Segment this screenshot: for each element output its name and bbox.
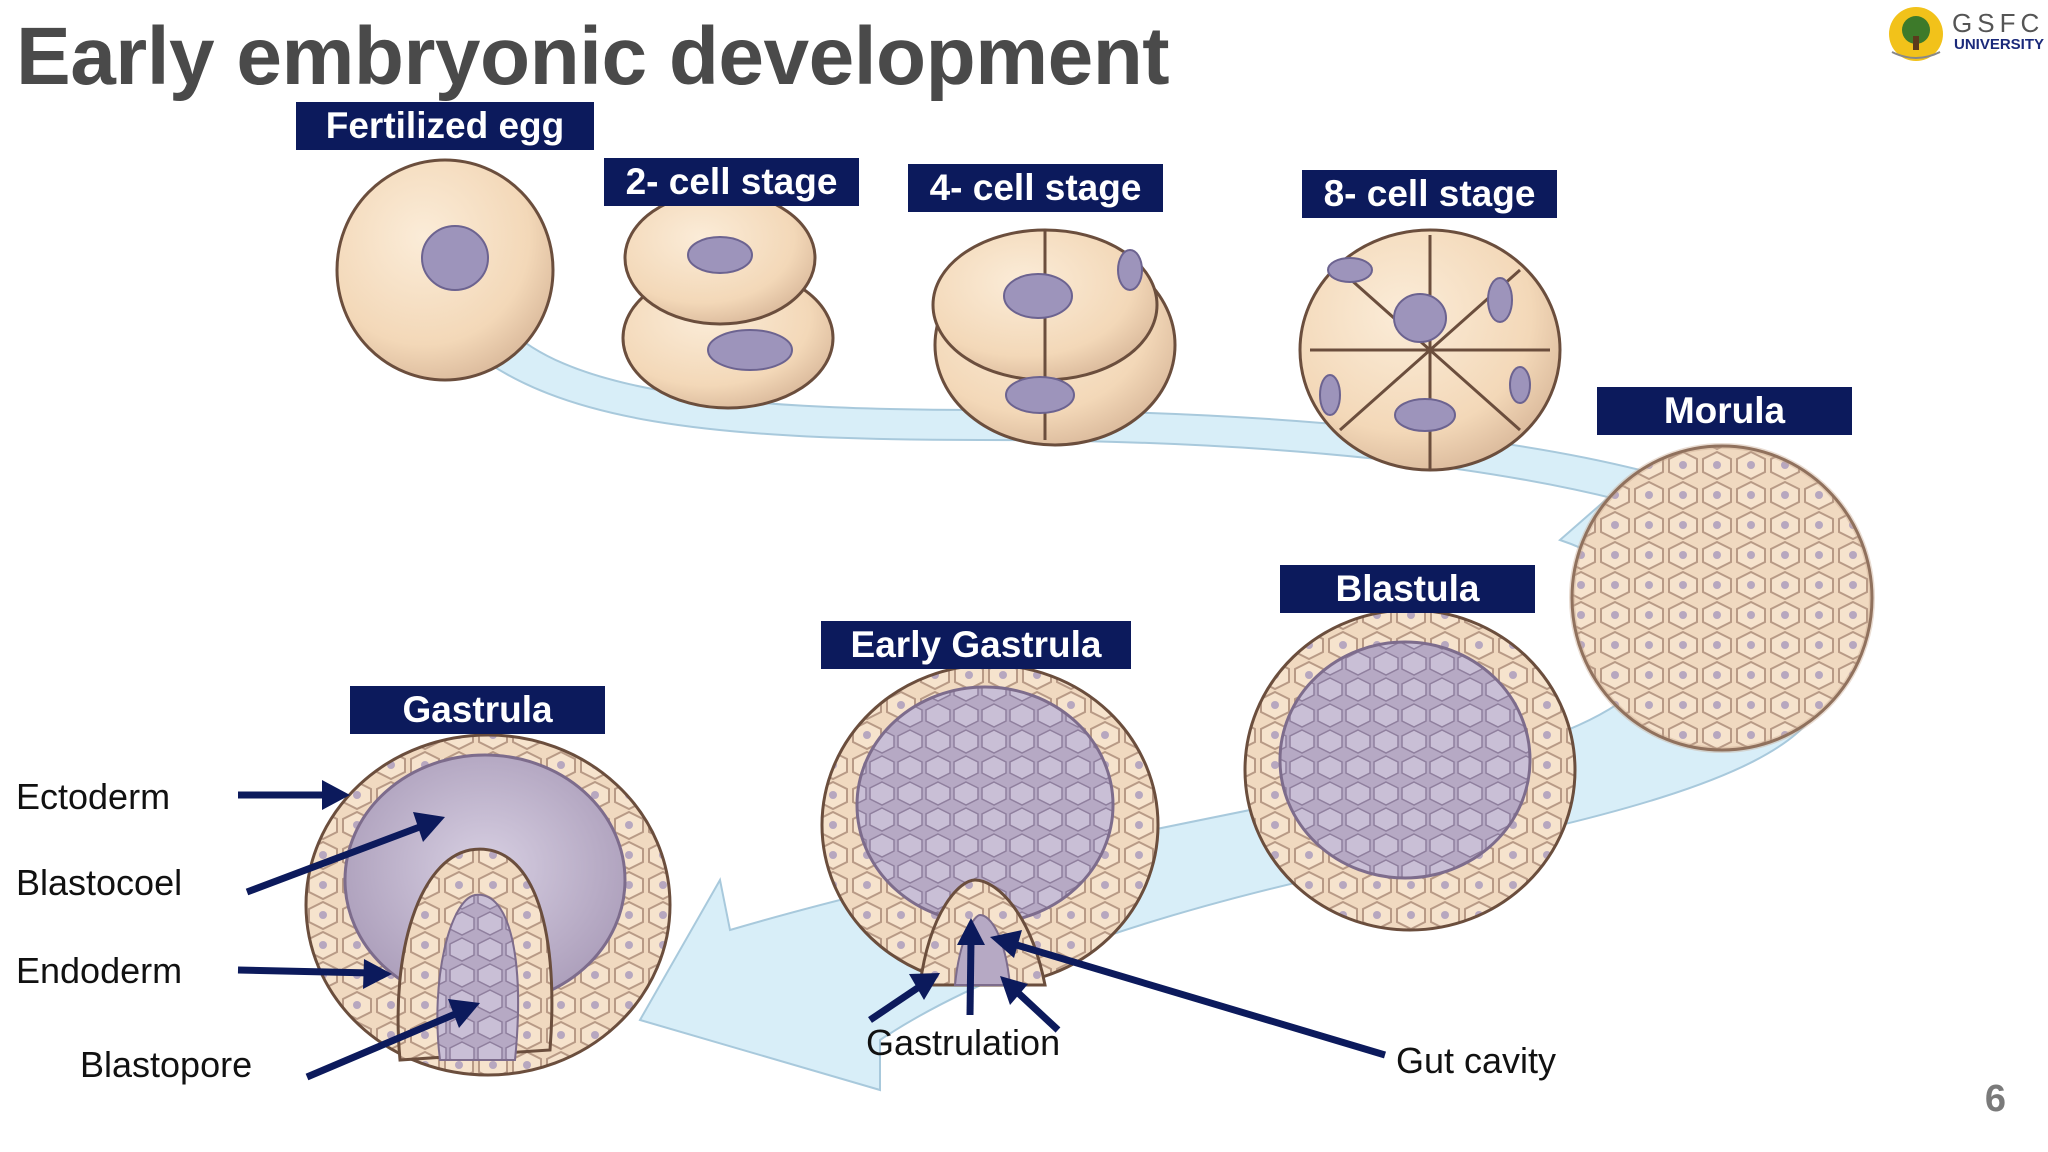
blastocoel-arrow [245,812,445,896]
label-fertilized-egg: Fertilized egg [296,102,594,150]
two-cell-illustration [621,190,835,410]
blastopore-arrow [305,999,480,1081]
ectoderm-arrow [238,780,350,810]
slide-title: Early embryonic development [16,11,1170,102]
label-early-gastrula: Early Gastrula [821,621,1131,669]
annotation-blastopore: Blastopore [80,1044,253,1085]
label-blastula: Blastula [1280,565,1535,613]
label-two-cell-stage: 2- cell stage [604,158,859,206]
logo-subtitle: UNIVERSITY [1954,36,2045,53]
endoderm-arrow [237,959,392,989]
university-logo: GSFC UNIVERSITY [1886,4,2044,68]
label-gastrula: Gastrula [350,686,605,734]
annotation-endoderm: Endoderm [16,950,183,991]
label-eight-cell-stage: 8- cell stage [1302,170,1557,218]
annotation-arrows [237,780,1387,1081]
annotation-gastrulation: Gastrulation [866,1022,1061,1063]
gastrulation-arrow-left [868,973,940,1023]
eight-cell-illustration [1298,228,1562,472]
blastula-illustration [1243,608,1577,932]
gastrulation-arrow-center [957,918,985,1016]
gastrula-illustration [304,733,672,1077]
early-gastrula-illustration [820,663,1160,987]
label-morula: Morula [1597,387,1852,435]
logo-name: GSFC [1952,8,2045,38]
gastrulation-arrow-right [1000,976,1061,1033]
annotation-blastocoel: Blastocoel [16,862,183,903]
tree-emblem-icon [1889,7,1943,61]
fertilized-egg-illustration [335,158,555,382]
annotation-gut-cavity: Gut cavity [1396,1040,1557,1081]
four-cell-illustration [931,228,1177,447]
page-number: 6 [1984,1078,2006,1120]
label-four-cell-stage: 4- cell stage [908,164,1163,212]
annotation-ectoderm: Ectoderm [16,776,171,817]
morula-illustration [1569,443,1875,753]
gut-cavity-arrow [990,930,1387,1059]
